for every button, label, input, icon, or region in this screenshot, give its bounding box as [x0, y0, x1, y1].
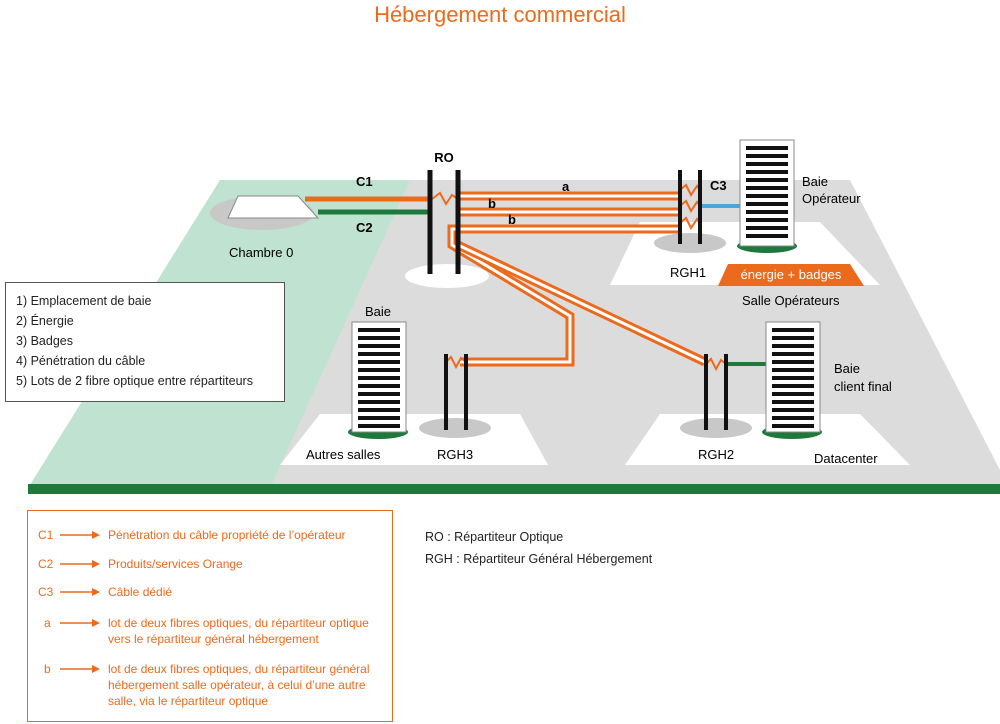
legend-key: b: [44, 662, 51, 676]
rgh1-shadow: [654, 233, 726, 253]
rack-shelf: [746, 186, 788, 190]
rack-shelf: [358, 328, 400, 332]
rack-shelf: [358, 344, 400, 348]
rack-shelf: [772, 352, 814, 356]
rack-shelf: [772, 344, 814, 348]
rgh2-label: RGH2: [698, 447, 734, 462]
baie-operateur-label-1: Baie: [802, 174, 828, 189]
rack-shelf: [746, 218, 788, 222]
legend-key: C1: [38, 528, 54, 542]
legend-text: Câble dédié: [108, 585, 173, 599]
autres-salles-label: Autres salles: [306, 447, 381, 462]
rack-shelf: [358, 408, 400, 412]
legend-text: lot de deux fibres optiques, du répartit…: [108, 662, 370, 708]
legend-text: Produits/services Orange: [108, 557, 243, 571]
info-item: 4) Pénétration du câble: [16, 354, 146, 368]
energie-badges-label: énergie + badges: [741, 267, 842, 282]
legend-text: Pénétration du câble propriété de l’opér…: [108, 528, 346, 542]
arrow-right-icon: [60, 560, 100, 568]
abbreviations: RO : Répartiteur Optique RGH : Répartite…: [425, 526, 652, 570]
datacenter-label: Datacenter: [814, 451, 878, 466]
rack-shelf: [746, 202, 788, 206]
floor-edge: [28, 484, 1000, 494]
rack-shelf: [746, 226, 788, 230]
rack-shelf: [358, 400, 400, 404]
a-label: a: [562, 179, 570, 194]
rack-shelf: [772, 416, 814, 420]
c2-label: C2: [356, 220, 373, 235]
rack-shelf: [358, 376, 400, 380]
rack-shelf: [746, 154, 788, 158]
rack-shelf: [746, 162, 788, 166]
arrow-right-icon: [60, 665, 100, 673]
rack-shelf: [358, 424, 400, 428]
rack-shelf: [772, 424, 814, 428]
ro-zigzag: [431, 191, 459, 206]
rack-shelf: [746, 210, 788, 214]
info-item: 2) Énergie: [16, 314, 74, 328]
salle-operateurs-label: Salle Opérateurs: [742, 293, 840, 308]
rack-shelf: [746, 170, 788, 174]
c3-label: C3: [710, 178, 727, 193]
rack-shelf: [772, 384, 814, 388]
rack-shelf: [358, 352, 400, 356]
legend-text: lot de deux fibres optiques, du répartit…: [108, 616, 369, 646]
rgh1-label: RGH1: [670, 265, 706, 280]
rack-shelf: [358, 368, 400, 372]
rack-shelf: [358, 360, 400, 364]
rack-shelf: [772, 392, 814, 396]
rack-shelf: [746, 234, 788, 238]
rgh3-label: RGH3: [437, 447, 473, 462]
energie-badges-tag: [718, 264, 864, 286]
rgh2-shadow: [680, 418, 752, 438]
rack-shelf: [772, 328, 814, 332]
arrow-right-icon: [60, 619, 100, 627]
rack-shelf: [358, 416, 400, 420]
rack-shelf: [772, 336, 814, 340]
b-label-2: b: [508, 212, 516, 227]
legend-box: C1 Pénétration du câble propriété de l’o…: [27, 510, 393, 722]
arrow-right-icon: [60, 531, 100, 539]
rack-shelf: [358, 384, 400, 388]
rack-shelf: [772, 408, 814, 412]
baie-operateur-label-2: Opérateur: [802, 191, 861, 206]
rack-shelf: [358, 336, 400, 340]
baie-client-label-2: client final: [834, 379, 892, 394]
baie-client-final-rack: [762, 321, 822, 439]
rgh2-zigzag: [705, 357, 727, 372]
c1-label: C1: [356, 174, 373, 189]
arrow-right-icon: [60, 588, 100, 596]
info-item: 3) Badges: [16, 334, 73, 348]
baie-operateur-rack: [737, 139, 797, 253]
rack-shelf: [746, 178, 788, 182]
rack-shelf: [772, 376, 814, 380]
rack-shelf: [772, 360, 814, 364]
info-item: 1) Emplacement de baie: [16, 294, 152, 308]
baie-label: Baie: [365, 304, 391, 319]
rgh3-zigzag: [445, 355, 467, 370]
chambre-0-icon: [227, 195, 320, 219]
rack-shelf: [746, 146, 788, 150]
rack-shelf: [772, 368, 814, 372]
info-item: 5) Lots de 2 fibre optique entre réparti…: [16, 374, 253, 388]
rack-shelf: [358, 392, 400, 396]
legend-key: C2: [38, 557, 54, 571]
chambre-0-label: Chambre 0: [229, 245, 293, 260]
rack-shelf: [772, 400, 814, 404]
baie-client-label-1: Baie: [834, 361, 860, 376]
info-box: 1) Emplacement de baie 2) Énergie 3) Bad…: [5, 282, 285, 402]
baie-rack: [348, 321, 408, 439]
b-label-1: b: [488, 196, 496, 211]
abbr-ro: RO : Répartiteur Optique: [425, 530, 564, 544]
ro-shadow: [405, 264, 489, 288]
diagram-title: Hébergement commercial: [374, 2, 626, 27]
legend-key: a: [44, 616, 51, 630]
rgh3-shadow: [419, 418, 491, 438]
ro-label: RO: [434, 150, 454, 165]
abbr-rgh: RGH : Répartiteur Général Hébergement: [425, 552, 653, 566]
legend-key: C3: [38, 585, 54, 599]
rack-shelf: [746, 194, 788, 198]
